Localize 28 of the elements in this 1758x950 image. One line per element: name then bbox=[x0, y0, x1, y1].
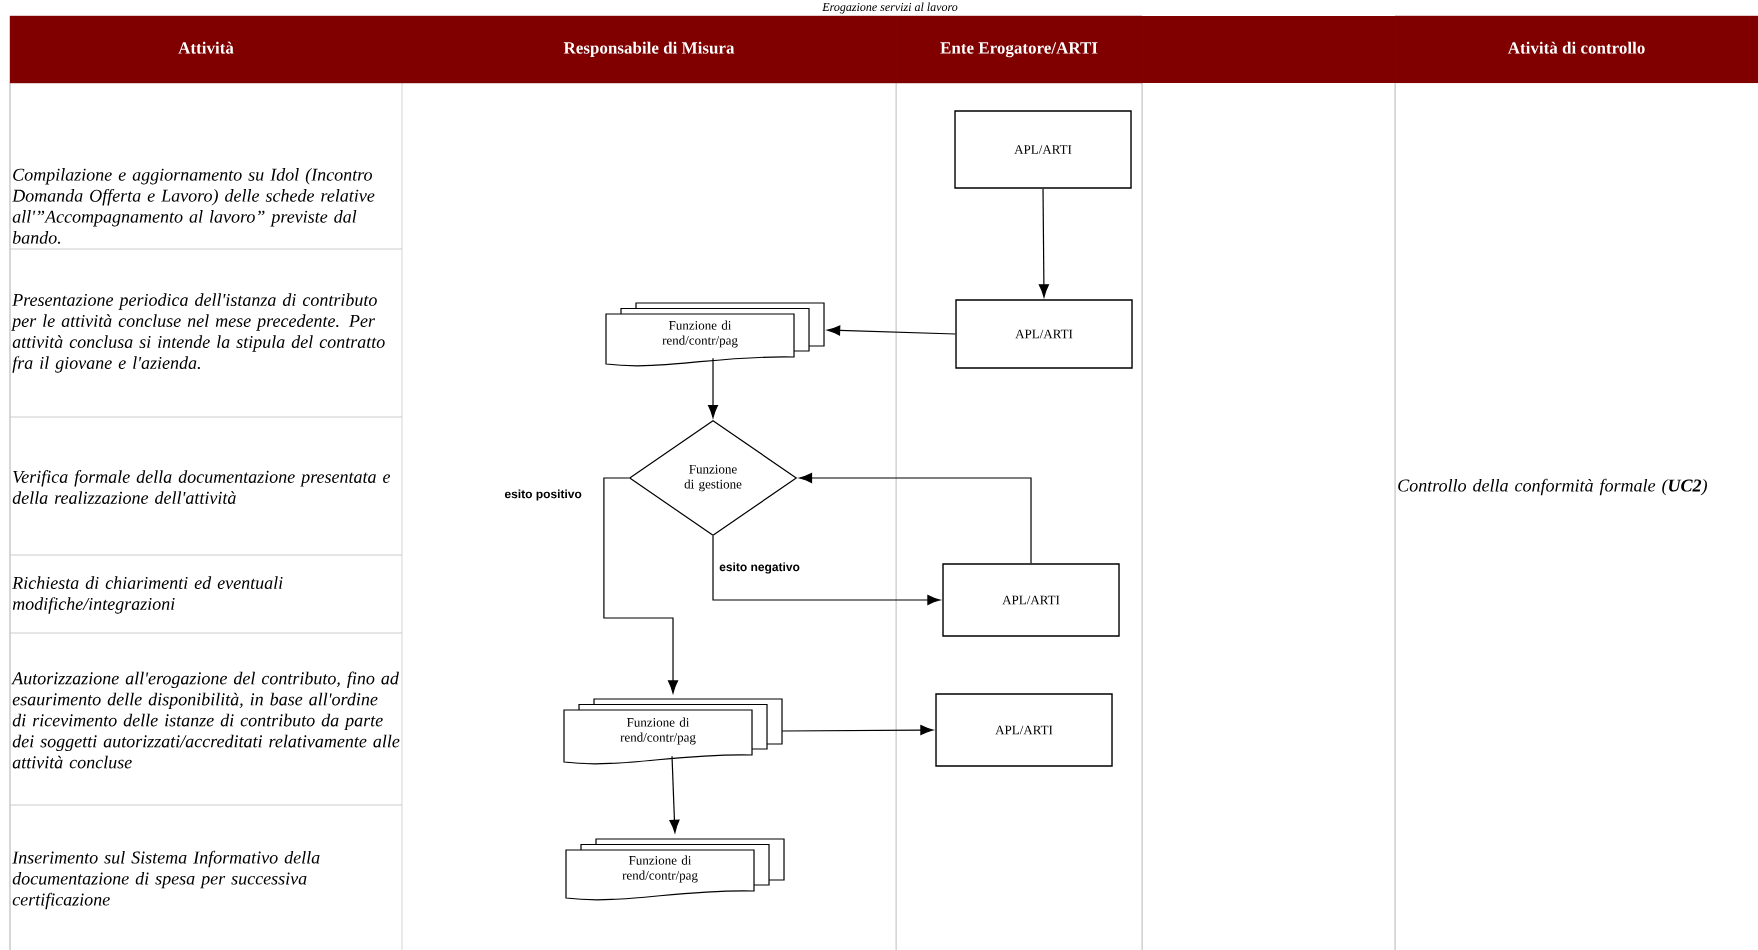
activity-text: Inserimento sul Sistema Informativo della documentazione di spesa per successiva certificazione bbox=[12, 850, 320, 910]
edge-label: esito positivo bbox=[503, 488, 583, 502]
column-header: Atività di controllo bbox=[1394, 15, 1758, 84]
edge-label: esito negativo bbox=[718, 561, 801, 575]
arrow bbox=[799, 472, 1032, 564]
activity-text: Autorizzazione all'erogazione del contributo, fino ad esaurimento delle disponibilità, in base all'ordine di ricevimento delle istanze di contributo da parte dei soggetti autorizzati/accreditati relativamente alle attività concluse bbox=[11, 671, 400, 769]
process-box: APL/ARTI bbox=[942, 563, 1120, 637]
arrow bbox=[669, 755, 680, 833]
process-box: APL/ARTI bbox=[954, 110, 1132, 189]
process-box: APL/ARTI bbox=[955, 299, 1133, 369]
column-header: Ente Erogatore/ARTI bbox=[895, 15, 1143, 84]
title: Erogazione servizi al lavoro bbox=[822, 2, 958, 14]
arrow bbox=[827, 325, 956, 336]
arrow bbox=[712, 535, 941, 606]
arrow bbox=[707, 357, 719, 418]
arrow bbox=[781, 725, 934, 736]
activity-text: Presentazione periodica dell'istanza di contributo per le attività concluse nel mese precedente. Per attività conclusa si intende la stipula del contratto fra il giovane e l'azienda. bbox=[11, 293, 385, 373]
arrow bbox=[1038, 188, 1049, 298]
activity-text: Verifica formale della documentazione presentata e della realizzazione dell'attività bbox=[12, 470, 391, 504]
document-stack: Funzione di rend/contr/pag bbox=[565, 838, 785, 901]
document-stack: Funzione di rend/contr/pag bbox=[563, 698, 783, 765]
activity-text: Controllo della conformità formale (UC2) bbox=[1398, 478, 1707, 496]
document-stack: Funzione di rend/contr/pag bbox=[605, 302, 825, 367]
activity-text: Richiesta di chiarimenti ed eventuali modifiche/integrazioni bbox=[12, 576, 283, 614]
process-box: APL/ARTI bbox=[935, 693, 1113, 767]
arrow bbox=[603, 477, 679, 694]
column-header: Attività bbox=[9, 15, 403, 84]
activity-text: Compilazione e aggiornamento su Idol (Incontro Domanda Offerta e Lavoro) delle schede relative all'”Accompagnamento al lavoro” previste dal bando. bbox=[12, 168, 375, 244]
